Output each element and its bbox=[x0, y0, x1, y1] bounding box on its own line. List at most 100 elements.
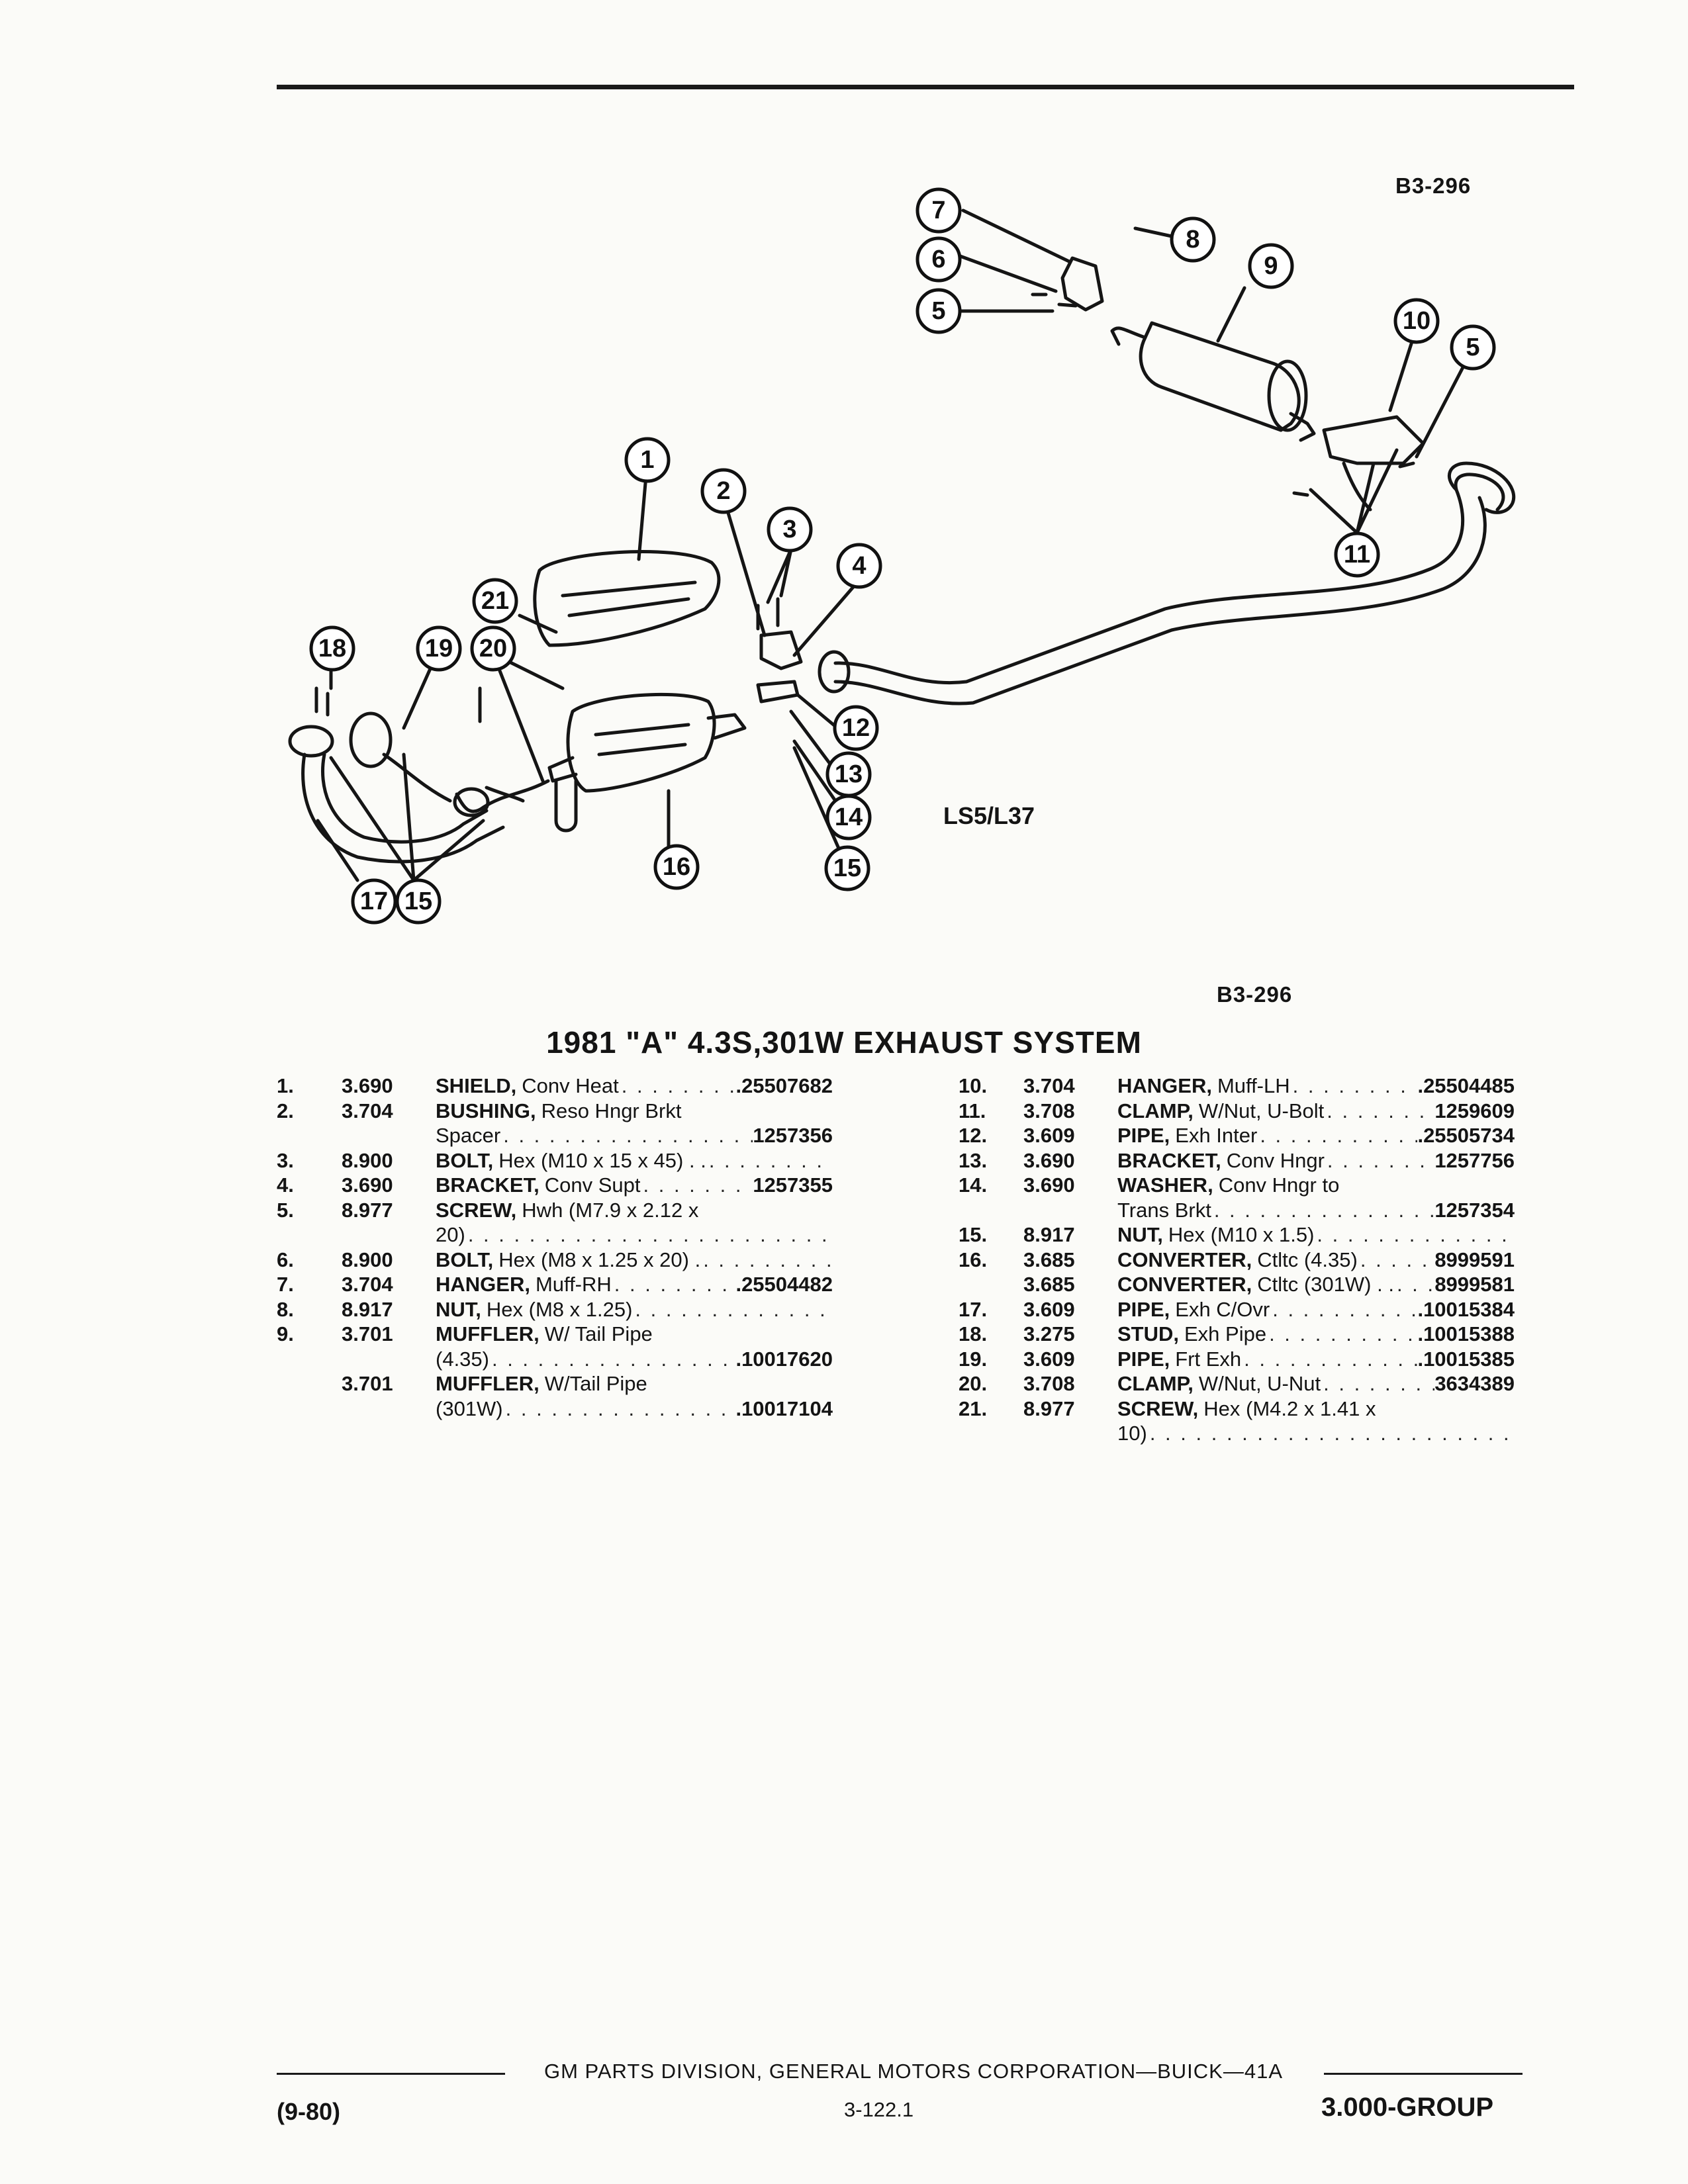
leader-dots: . . . . . . . . . . . . . . . . . . . . … bbox=[1269, 1322, 1417, 1345]
item-number: 8. bbox=[277, 1297, 294, 1321]
description-line: SHIELD,Conv Heat . . . . . . . . . . . .… bbox=[436, 1073, 833, 1099]
description-line: STUD,Exh Pipe . . . . . . . . . . . . . … bbox=[1117, 1322, 1515, 1347]
part-number: 3634389 bbox=[1434, 1372, 1515, 1395]
callout-19: 19 bbox=[416, 625, 462, 672]
part-name: BRACKET, bbox=[436, 1173, 539, 1197]
part-description: Hwh (M7.9 x 2.12 x bbox=[522, 1198, 699, 1222]
callout-18: 18 bbox=[309, 625, 355, 672]
item-number: 16. bbox=[959, 1248, 988, 1271]
callout-8: 8 bbox=[1170, 216, 1216, 263]
item-number: 2. bbox=[277, 1099, 294, 1122]
callout-8-label: 8 bbox=[1186, 226, 1199, 253]
description-line: Spacer . . . . . . . . . . . . . . . . .… bbox=[436, 1123, 833, 1148]
callout-9-label: 9 bbox=[1264, 252, 1278, 280]
callout-7: 7 bbox=[915, 187, 962, 234]
footer-page-number: 3-122.1 bbox=[844, 2098, 914, 2121]
item-number: 20. bbox=[959, 1372, 988, 1395]
converter-inlet bbox=[547, 756, 578, 783]
leader-dots: . . . . . . . . . . . . . . . . . . . . … bbox=[1327, 1148, 1434, 1172]
group-number: 3.275 bbox=[1023, 1322, 1075, 1345]
callout-17-label: 17 bbox=[360, 887, 388, 915]
group-number: 3.701 bbox=[342, 1322, 393, 1345]
callout-13-label: 13 bbox=[835, 760, 863, 788]
callout-2-label: 2 bbox=[716, 477, 730, 505]
callout-12-label: 12 bbox=[842, 714, 870, 742]
description-line: CLAMP,W/Nut, U-Nut . . . . . . . . . . .… bbox=[1117, 1371, 1515, 1396]
part-name: CONVERTER, bbox=[1117, 1273, 1252, 1296]
callout-2: 2 bbox=[700, 468, 747, 514]
item-number: 13. bbox=[959, 1148, 988, 1172]
description-line: SCREW,Hex (M4.2 x 1.41 x bbox=[1117, 1396, 1515, 1422]
part-number: 1257354 bbox=[1434, 1198, 1515, 1222]
footer-group: 3.000-GROUP bbox=[1321, 2093, 1494, 2122]
description-line: BOLT,Hex (M8 x 1.25 x 20) . . . . . . . … bbox=[436, 1248, 833, 1273]
callout-14-label: 14 bbox=[835, 803, 863, 831]
item-number: 11. bbox=[959, 1099, 986, 1122]
tailpipe-end bbox=[1447, 461, 1516, 514]
item-number: 15. bbox=[959, 1223, 988, 1246]
description-line: NUT,Hex (M10 x 1.5) . . . . . . . . . . … bbox=[1117, 1222, 1515, 1248]
callout-5b-label: 5 bbox=[1466, 334, 1479, 361]
part-name: SCREW, bbox=[436, 1198, 517, 1222]
callout-16: 16 bbox=[653, 844, 700, 890]
description-line: MUFFLER,W/ Tail Pipe bbox=[436, 1322, 833, 1347]
callout-19-label: 19 bbox=[425, 635, 453, 662]
leader-dots: . . . . . . . . . . . . . . . . . . . . … bbox=[621, 1074, 736, 1097]
part-name: PIPE, bbox=[1117, 1297, 1170, 1321]
callout-1: 1 bbox=[624, 437, 671, 483]
leader-dots: . . . . . . . . . . . . . . . . . . . . … bbox=[1323, 1372, 1434, 1395]
part-description: Conv Hngr bbox=[1226, 1148, 1325, 1172]
figure-code-bottom: B3-296 bbox=[1217, 982, 1293, 1007]
part-name: SHIELD, bbox=[436, 1074, 517, 1097]
leader-dots: . . . . . . . . . . . . . . . . . . . . … bbox=[1292, 1074, 1418, 1097]
description-line: WASHER,Conv Hngr to bbox=[1117, 1173, 1515, 1198]
callout-1-label: 1 bbox=[640, 446, 654, 474]
part-name: CLAMP, bbox=[1117, 1372, 1194, 1395]
part-number: .10015384 bbox=[1417, 1297, 1515, 1321]
pipe-flange bbox=[349, 711, 393, 768]
group-number: 3.685 bbox=[1023, 1248, 1075, 1271]
callout-11-label: 11 bbox=[1344, 541, 1370, 569]
callout-15: 15 bbox=[824, 845, 870, 891]
top-rule bbox=[277, 85, 1574, 89]
hanger-rh bbox=[1060, 256, 1104, 312]
item-number: 14. bbox=[959, 1173, 988, 1197]
description-line: PIPE,Frt Exh . . . . . . . . . . . . . .… bbox=[1117, 1347, 1515, 1372]
part-description: Exh Pipe bbox=[1184, 1322, 1267, 1345]
footer-division: GM PARTS DIVISION, GENERAL MOTORS CORPOR… bbox=[543, 2060, 1284, 2083]
conv-hanger-bracket bbox=[756, 680, 800, 704]
leader-dots: . . . . . . . . . . . . . . . . . . . . … bbox=[503, 1124, 753, 1147]
description-line: (301W) . . . . . . . . . . . . . . . . .… bbox=[436, 1396, 833, 1422]
part-name: HANGER, bbox=[1117, 1074, 1212, 1097]
item-number: 21. bbox=[959, 1396, 988, 1420]
group-number: 3.704 bbox=[342, 1273, 393, 1296]
description-line: MUFFLER,W/Tail Pipe bbox=[436, 1371, 833, 1396]
description-line: BUSHING,Reso Hngr Brkt bbox=[436, 1099, 833, 1124]
callout-12: 12 bbox=[833, 705, 879, 751]
part-description: W/Tail Pipe bbox=[544, 1372, 647, 1395]
description-line: 10) . . . . . . . . . . . . . . . . . . … bbox=[1117, 1421, 1515, 1446]
group-number: 3.708 bbox=[1023, 1099, 1075, 1122]
description-line: BRACKET,Conv Supt . . . . . . . . . . . … bbox=[436, 1173, 833, 1198]
group-number: 8.917 bbox=[1023, 1223, 1075, 1246]
leader-dots: . . . . . . . . . . . . . . . . . . . . … bbox=[1244, 1347, 1417, 1371]
callout-15b: 15 bbox=[395, 878, 442, 925]
callout-16-label: 16 bbox=[663, 853, 690, 881]
part-description: Exh Inter bbox=[1175, 1124, 1258, 1147]
description-line: BOLT,Hex (M10 x 15 x 45) . . . . . . . .… bbox=[436, 1148, 833, 1173]
part-name: BOLT, bbox=[436, 1248, 494, 1271]
leader-dots: . . . . . . . . . . . . . . . . . . . . … bbox=[491, 1347, 735, 1371]
part-description: Hex (M4.2 x 1.41 x bbox=[1203, 1396, 1376, 1420]
